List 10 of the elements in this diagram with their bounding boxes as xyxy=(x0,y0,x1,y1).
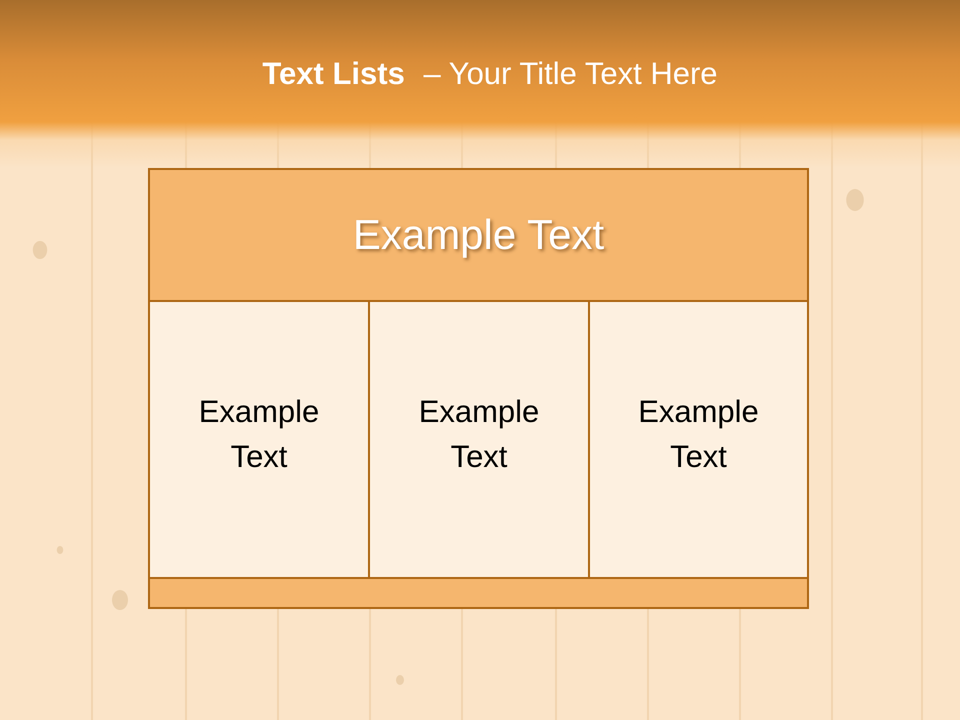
text-panel xyxy=(588,300,809,579)
text-panel xyxy=(368,300,590,579)
header-panel xyxy=(148,168,809,302)
footer-bar xyxy=(148,577,809,609)
text-panel xyxy=(148,300,370,579)
panel-text: Example Text xyxy=(418,392,540,476)
slide-title: Text Lists – Your Title Text Here xyxy=(261,55,719,93)
panel-text: Example Text xyxy=(637,392,760,476)
panel-text: Example Text xyxy=(198,392,320,476)
heading-text: Example Text xyxy=(352,210,604,260)
